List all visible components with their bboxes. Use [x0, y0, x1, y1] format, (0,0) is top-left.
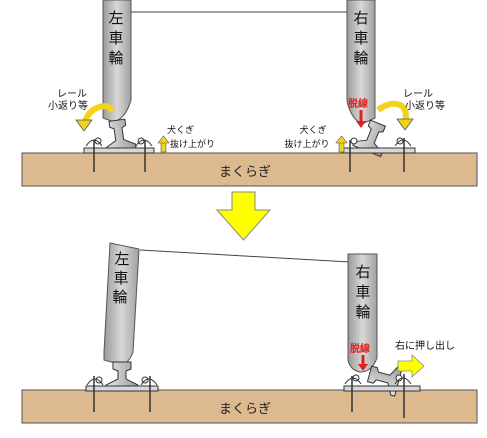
derail-arrow-bottom [358, 355, 368, 371]
right-fastening [342, 137, 416, 172]
left-rail-turn-label-2: 小返り等 [48, 99, 88, 112]
sleeper-label-bottom: まくらぎ [219, 402, 271, 417]
left-spike-lift-label-1: 犬くぎ [167, 124, 194, 136]
left-spike-lift-arrow [157, 135, 170, 153]
right-wheel-bottom-char-1: 右 [355, 263, 370, 281]
sleeper-label: まくらぎ [219, 165, 271, 180]
left-wheel: 左 車 輪 [102, 0, 132, 123]
transition-arrow [215, 191, 272, 241]
bottom-scene: まくらぎ 左 車 輪 右 車 輪 [21, 242, 478, 424]
left-wheel-bottom-char-1: 左 [114, 250, 129, 268]
left-wheel-bottom: 左 車 輪 [103, 242, 140, 365]
right-wheel-char-2: 車 [353, 29, 368, 47]
right-rail [352, 119, 387, 158]
right-spike-lift-label-2: 抜け上がり [284, 138, 329, 150]
sleeper-bottom [21, 389, 478, 424]
left-fastening [83, 137, 155, 172]
left-fastening-bottom [85, 376, 159, 412]
axle-line-bottom [139, 249, 351, 263]
right-rail-turn-label-1: レール [403, 89, 433, 100]
left-wheel-char-1: 左 [108, 9, 123, 27]
derail-arrow [356, 110, 366, 128]
right-wheel-bottom-char-2: 車 [355, 283, 370, 301]
right-wheel: 右 車 輪 [346, 0, 376, 125]
top-scene: まくらぎ 左 車 輪 右 車 輪 [21, 0, 478, 187]
left-rail-turn-label-1: レール [57, 89, 87, 100]
derail-label: 脱線 [348, 97, 368, 110]
right-rail-turn-label-2: 小返り等 [405, 99, 445, 112]
right-rail-turn-arrow [376, 100, 414, 131]
left-spike-lift-label-2: 抜け上がり [170, 138, 215, 150]
derail-label-bottom: 脱線 [350, 342, 370, 355]
right-wheel-char-3: 輪 [353, 49, 368, 67]
left-rail-bottom [105, 361, 139, 390]
left-wheel-bottom-char-3: 輪 [112, 288, 127, 306]
right-wheel-bottom-char-3: 輪 [355, 303, 370, 321]
right-spike-lift-label-1: 犬くぎ [299, 124, 326, 136]
left-rail [105, 118, 137, 153]
push-out-label: 右に押し出し [395, 339, 455, 352]
left-wheel-bottom-char-2: 車 [113, 269, 128, 287]
right-spike-lift-arrow [335, 135, 348, 153]
push-out-arrow [397, 354, 425, 378]
right-wheel-char-1: 右 [353, 9, 368, 27]
left-rail-turn-arrow [75, 102, 115, 132]
right-fastening-bottom [343, 374, 421, 418]
right-wheel-bottom: 右 車 輪 [347, 253, 378, 373]
sleeper [21, 152, 478, 187]
left-wheel-char-3: 輪 [108, 49, 123, 67]
left-wheel-char-2: 車 [108, 29, 123, 47]
